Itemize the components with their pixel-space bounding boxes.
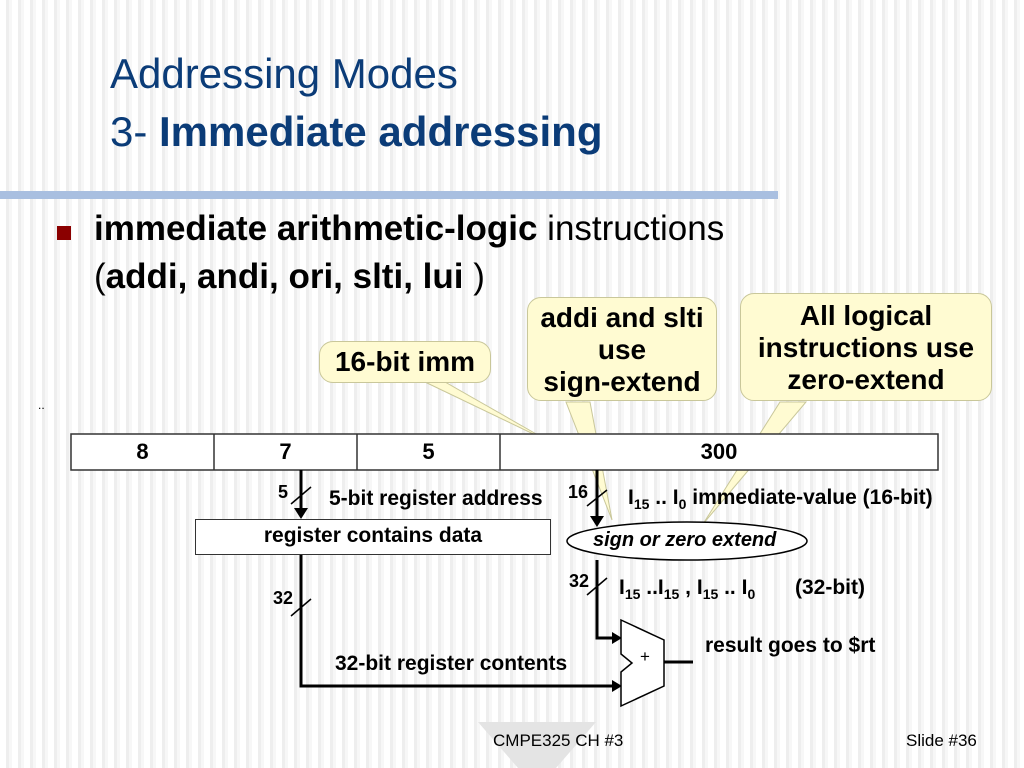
ext-m1: ..I — [640, 576, 664, 599]
ext-desc-label: I15 ..I15 , I15 .. I0 — [619, 576, 755, 602]
extend-unit — [566, 521, 808, 561]
rs-width-slash — [290, 486, 312, 505]
reg-width-slash — [290, 598, 312, 617]
register-file-label: register contains data — [263, 524, 483, 547]
ext-arrowhead — [612, 632, 622, 644]
rs-desc-label: 5-bit register address — [329, 487, 543, 510]
instruction-word — [70, 433, 939, 471]
subtitle-prefix: 3- — [110, 108, 160, 155]
bullet-normal-text: instructions — [537, 209, 725, 248]
imm-width-label: 16 — [568, 482, 589, 502]
zero-callout-line: instructions use — [757, 332, 975, 363]
imm-desc-mid: .. I — [649, 486, 679, 509]
instruction-list: addi, andi, ori, slti, lui — [105, 257, 464, 296]
imm-callout-text: 16-bit imm — [334, 346, 476, 377]
reg-contents-label: 32-bit register contents — [335, 652, 568, 675]
imm-desc-sub0: 0 — [678, 496, 687, 513]
zero-callout-line: zero-extend — [787, 364, 945, 395]
ext-m2: , I — [679, 576, 703, 599]
imm-callout: 16-bit imm — [319, 341, 491, 383]
footer-slide-number: Slide #36 — [906, 731, 977, 750]
footer-decoration — [478, 722, 596, 768]
bullet-line-1: immediate arithmetic-logic instructions — [94, 209, 724, 249]
field-immediate: 300 — [700, 439, 738, 464]
imm-arrowhead — [590, 516, 604, 527]
paren-open: ( — [94, 257, 106, 296]
alu-adder — [620, 618, 665, 708]
ext-sub1: 15 — [624, 586, 641, 603]
zero-callout-line: All logical — [799, 300, 933, 331]
imm-desc-label: I15 .. I0 immediate-value (16-bit) — [628, 486, 933, 512]
ext-wire — [595, 560, 614, 640]
imm-width-slash — [586, 489, 608, 507]
slide-title: Addressing Modes — [110, 50, 458, 97]
paren-close: ) — [463, 257, 485, 296]
ext-sub4: 0 — [747, 586, 756, 603]
result-label: result goes to $rt — [705, 634, 876, 657]
field-rs: 7 — [279, 439, 292, 464]
ext-sub3: 15 — [702, 586, 719, 603]
bullet-square-icon — [57, 226, 71, 240]
zero-extend-callout: All logical instructions use zero-extend — [740, 293, 992, 401]
title-divider — [0, 191, 778, 199]
rs-width-label: 5 — [278, 482, 289, 502]
imm-desc-sub15: 15 — [633, 496, 650, 513]
sign-extend-callout: addi and slti use sign-extend — [527, 297, 717, 401]
rs-arrowhead — [294, 508, 308, 519]
ext-sub2: 15 — [663, 586, 680, 603]
extend-label: sign or zero extend — [593, 529, 777, 551]
footer-course: CMPE325 CH #3 — [493, 731, 624, 750]
bullet-line-2: (addi, andi, ori, slti, lui ) — [94, 257, 485, 297]
field-opcode: 8 — [136, 439, 149, 464]
ext-width-slash — [586, 577, 608, 596]
imm-desc-tail: immediate-value (16-bit) — [686, 486, 933, 509]
bullet-bold-text: immediate arithmetic-logic — [94, 209, 538, 248]
field-rt: 5 — [422, 439, 435, 464]
reg-arrowhead — [612, 680, 622, 692]
ext-tail-label: (32-bit) — [795, 576, 865, 599]
subtitle-bold: Immediate addressing — [159, 108, 603, 155]
reg-data-wire — [299, 553, 614, 688]
imm-desc-i: I — [628, 486, 634, 509]
stray-mark: .. — [38, 398, 45, 412]
ext-i1: I — [619, 576, 625, 599]
reg-width-label: 32 — [273, 588, 294, 608]
alu-op-label: + — [640, 647, 650, 666]
ext-m3: .. I — [718, 576, 748, 599]
sign-callout-line: sign-extend — [543, 366, 701, 397]
sign-callout-line: use — [597, 334, 647, 365]
ext-width-label: 32 — [569, 571, 590, 591]
slide-subtitle: 3- Immediate addressing — [110, 108, 603, 156]
register-file: register contains data — [195, 519, 551, 555]
sign-callout-line: addi and slti — [540, 302, 704, 333]
